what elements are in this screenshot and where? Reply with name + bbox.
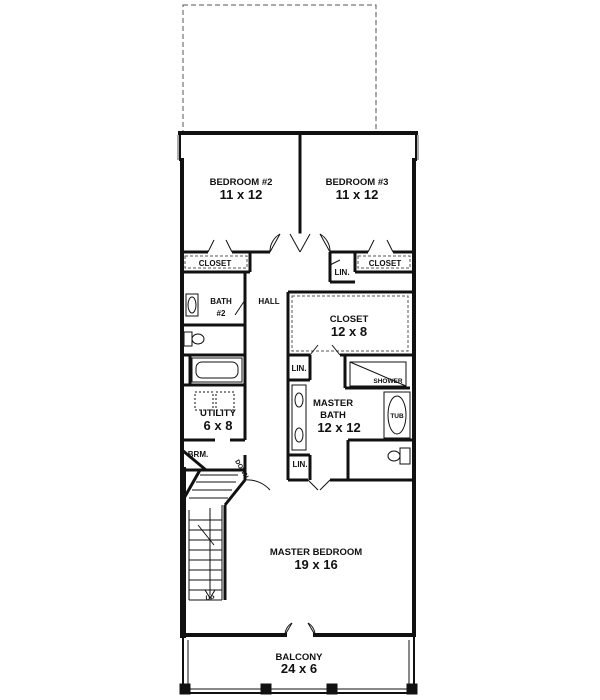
bath-2-label: BATH — [210, 297, 232, 306]
hall-label: HALL — [258, 297, 279, 306]
open-to-below-outline — [182, 4, 377, 134]
closet-main-label: CLOSET — [330, 314, 369, 325]
closet-right-label: CLOSET — [369, 259, 402, 268]
master-bath-label-2: BATH — [320, 410, 346, 421]
utility-label: UTILITY — [200, 408, 237, 419]
lin-top-label: LIN. — [334, 268, 349, 277]
balcony-label: BALCONY — [276, 652, 324, 663]
stair-up-label: UP — [205, 595, 215, 602]
closet-left-label: CLOSET — [199, 259, 232, 268]
bedroom-3-size: 11 x 12 — [336, 187, 379, 202]
bath-2-number: #2 — [217, 309, 226, 318]
master-bedroom-label: MASTER BEDROOM — [270, 547, 362, 558]
lin-bottom-label: LIN. — [292, 460, 307, 469]
closet-main-size: 12 x 8 — [331, 324, 367, 339]
master-bath-size: 12 x 12 — [317, 420, 360, 435]
shower-label: SHOWER — [373, 378, 403, 385]
utility-size: 6 x 8 — [204, 418, 233, 433]
tub-label: TUB — [390, 413, 404, 420]
master-bath-label-1: MASTER — [313, 398, 353, 409]
brm-label: BRM. — [188, 450, 208, 459]
lin-mid-label: LIN. — [291, 364, 306, 373]
bedroom-2-size: 11 x 12 — [220, 187, 263, 202]
bedroom-2-label: BEDROOM #2 — [210, 177, 273, 188]
master-bedroom-size: 19 x 16 — [294, 557, 337, 572]
balcony-railing — [179, 635, 418, 695]
balcony-size: 24 x 6 — [281, 661, 317, 676]
staircase — [188, 474, 238, 601]
interior-walls — [181, 250, 414, 600]
bedroom-3-label: BEDROOM #3 — [326, 177, 389, 188]
